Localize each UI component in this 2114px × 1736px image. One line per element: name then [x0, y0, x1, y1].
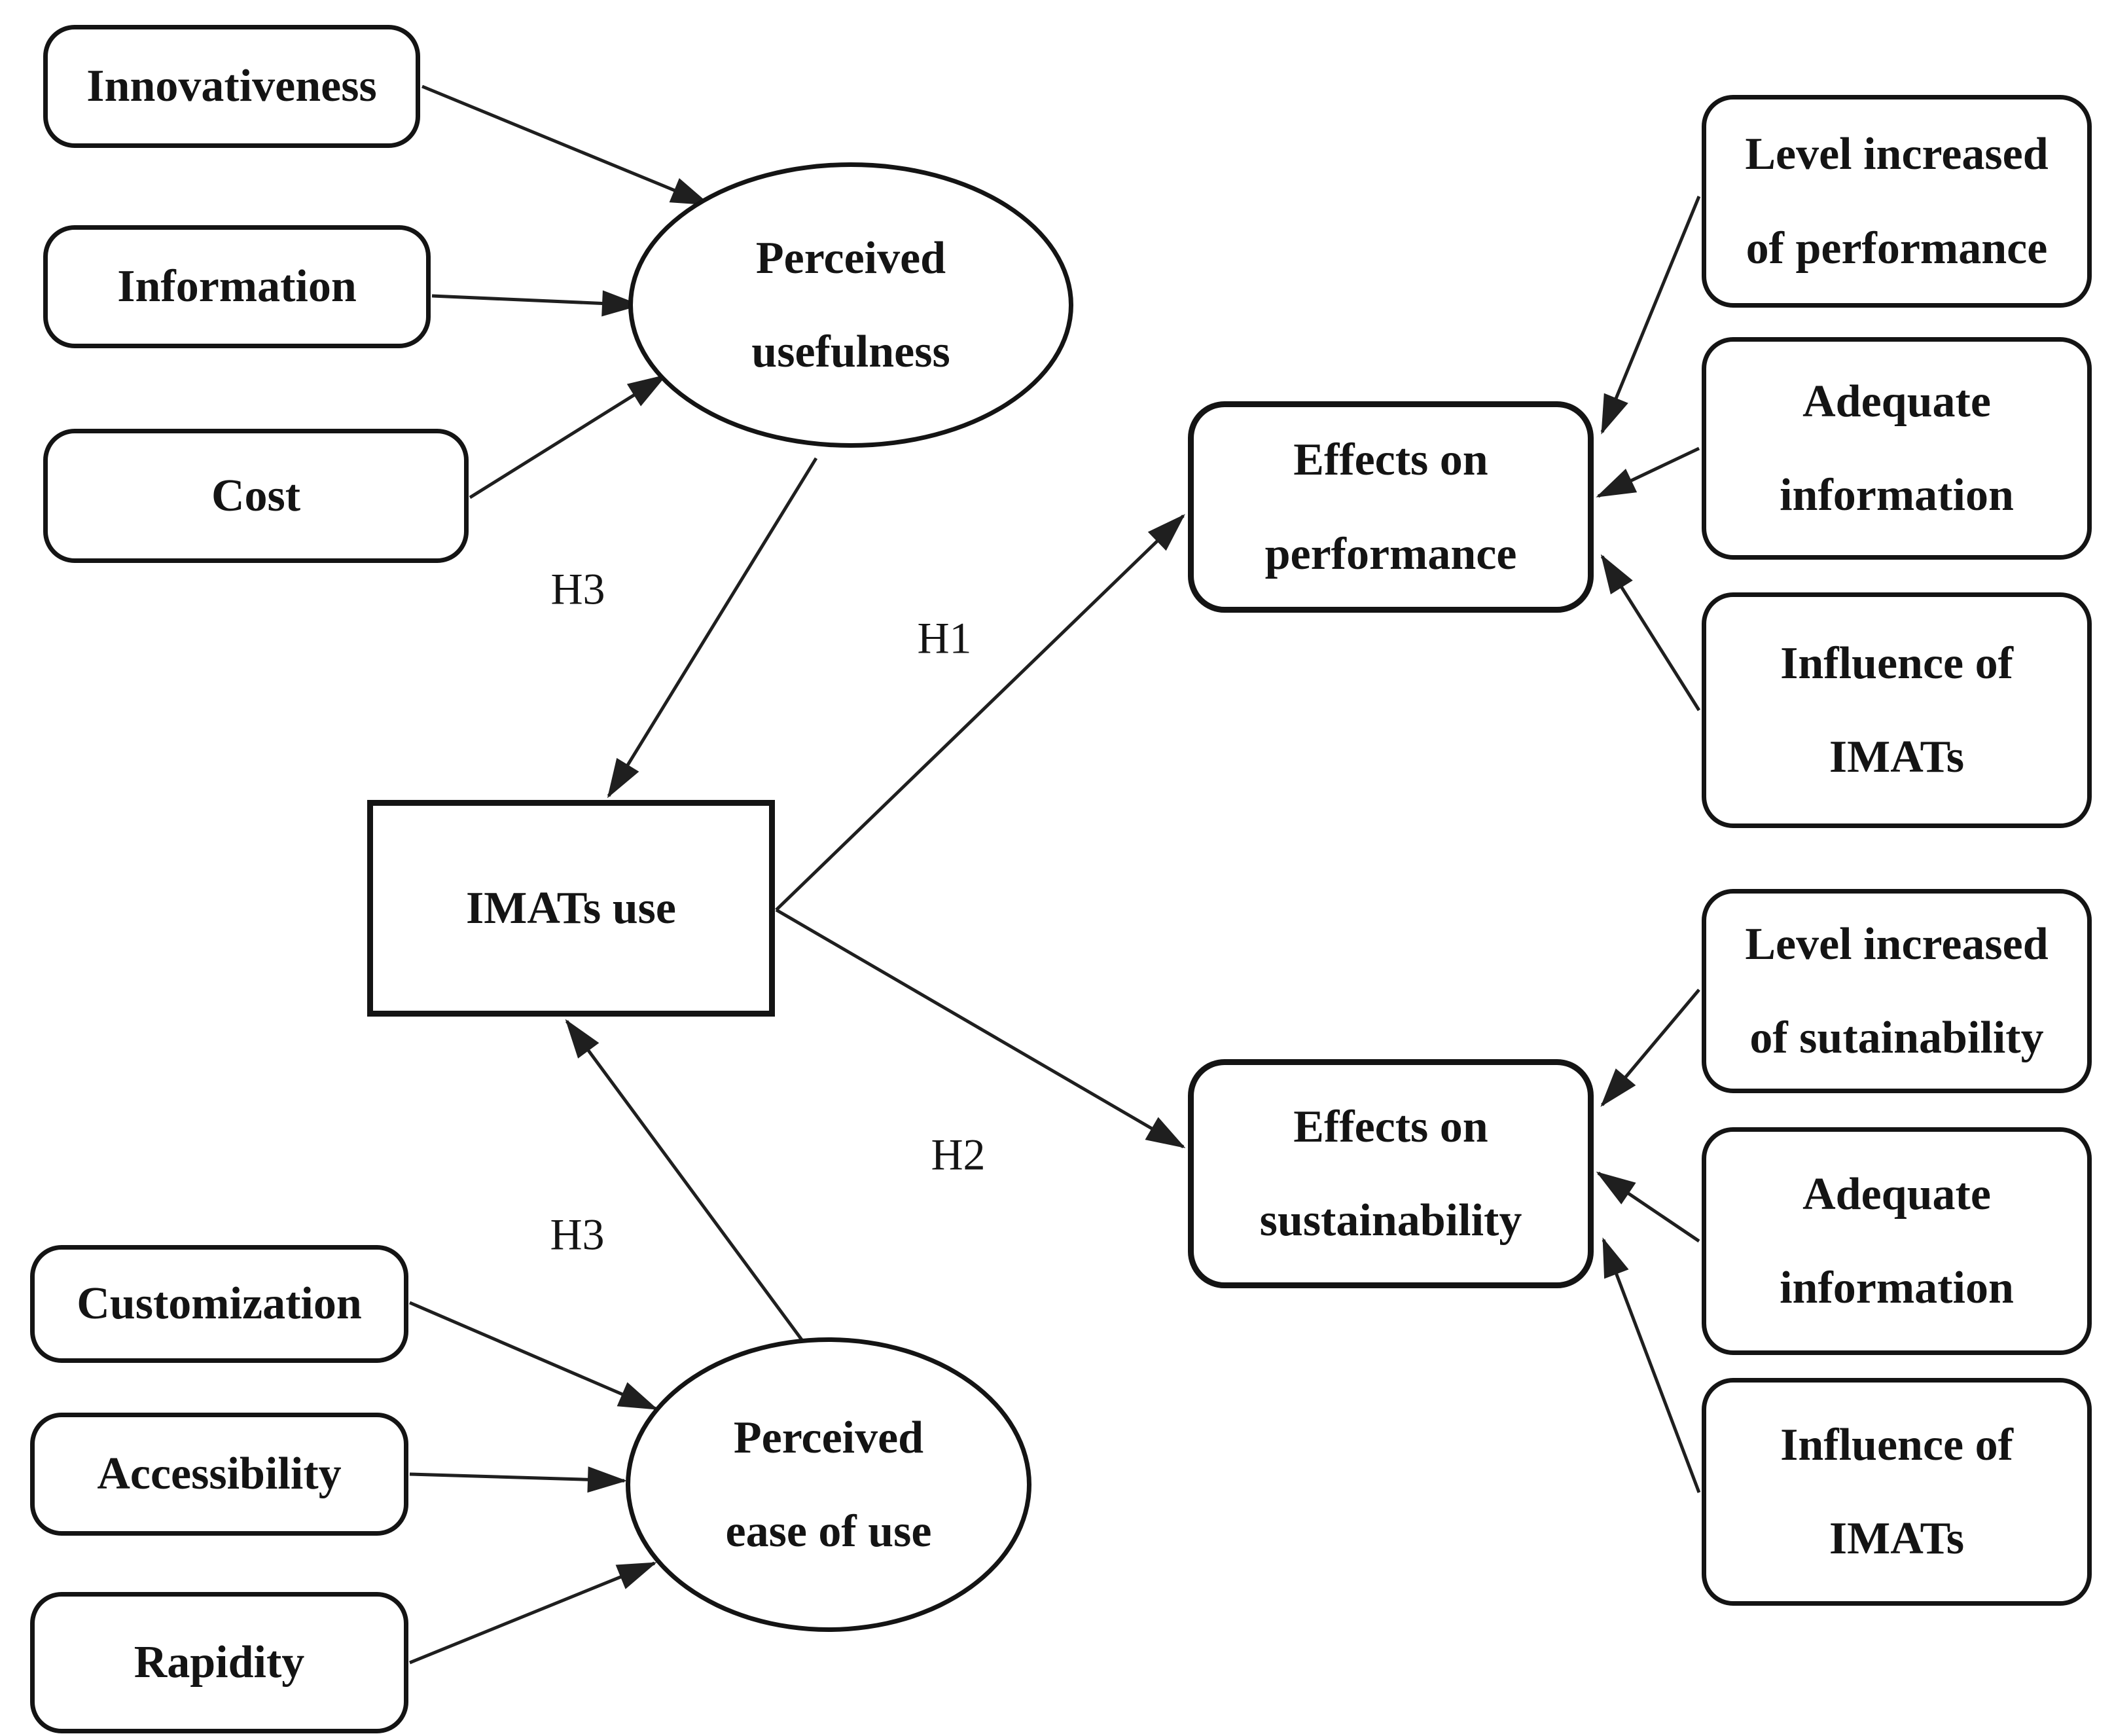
- perceived-ease-of-use-line1: Perceived: [733, 1412, 924, 1463]
- box-customization-label: Customization: [77, 1278, 362, 1329]
- arrow-h2-imats-use-to-effects-on-sustainability: [775, 908, 1186, 1149]
- level-increased-of-performance-line2: of performance: [1746, 223, 2048, 274]
- box-effects-on-sustainability: Effects on sustainability: [1188, 1059, 1594, 1288]
- adequate-information-performance-line2: information: [1780, 470, 2014, 520]
- level-increased-of-sutainability-line2: of sutainability: [1749, 1013, 2044, 1063]
- hypothesis-label-h3-lower: H3: [550, 1209, 605, 1259]
- effects-on-sustainability-line2: sustainability: [1259, 1195, 1522, 1246]
- adequate-information-performance-line1: Adequate: [1802, 376, 1991, 427]
- box-influence-of-imats-sustainability: Influence of IMATs: [1702, 1378, 2092, 1606]
- box-level-increased-of-performance: Level increased of performance: [1702, 95, 2092, 308]
- imats-use-label: IMATs use: [466, 882, 676, 933]
- arrow-influence-of-imats-to-effects-on-sustainability: [1602, 1237, 1701, 1493]
- influence-of-imats-sustainability-line2: IMATs: [1829, 1513, 1965, 1564]
- arrow-innovativeness-to-perceived-usefulness: [421, 84, 711, 206]
- box-adequate-information-performance: Adequate information: [1702, 337, 2092, 560]
- box-innovativeness-label: Innovativeness: [86, 61, 377, 112]
- arrow-level-increased-sustainability-to-effects-on-sustainability: [1600, 988, 1700, 1108]
- box-adequate-information-sustainability: Adequate information: [1702, 1127, 2092, 1355]
- arrow-influence-of-imats-to-effects-on-performance: [1600, 554, 1701, 712]
- perceived-usefulness-line2: usefulness: [751, 327, 950, 377]
- box-customization: Customization: [30, 1245, 408, 1363]
- box-rapidity-label: Rapidity: [134, 1637, 305, 1688]
- box-accessibility: Accessibility: [30, 1413, 408, 1536]
- arrow-perceived-ease-of-use-to-imats-use: [565, 1019, 804, 1342]
- hypothesis-label-h2: H2: [931, 1129, 986, 1180]
- level-increased-of-performance-line1: Level increased: [1745, 129, 2049, 179]
- box-accessibility-label: Accessibility: [97, 1449, 342, 1500]
- arrow-adequate-information-to-effects-on-performance: [1596, 446, 1700, 498]
- hypothesis-label-h1: H1: [917, 613, 972, 663]
- box-imats-use: IMATs use: [367, 800, 775, 1017]
- box-information-label: Information: [117, 261, 357, 312]
- hypothesis-label-h3-upper: H3: [550, 564, 605, 614]
- influence-of-imats-performance-line2: IMATs: [1829, 732, 1965, 782]
- arrow-adequate-information-to-effects-on-sustainability: [1596, 1171, 1700, 1243]
- arrow-perceived-usefulness-to-imats-use: [607, 457, 818, 799]
- arrow-rapidity-to-perceived-ease-of-use: [409, 1561, 657, 1665]
- ellipse-perceived-usefulness: Perceived usefulness: [628, 162, 1073, 448]
- effects-on-sustainability-line1: Effects on: [1293, 1101, 1488, 1152]
- box-rapidity: Rapidity: [30, 1592, 408, 1733]
- box-influence-of-imats-performance: Influence of IMATs: [1702, 592, 2092, 828]
- arrow-h1-imats-use-to-effects-on-performance: [775, 514, 1185, 911]
- arrow-accessibility-to-perceived-ease-of-use: [409, 1466, 627, 1493]
- level-increased-of-sutainability-line1: Level increased: [1745, 918, 2049, 969]
- ellipse-perceived-ease-of-use: Perceived ease of use: [626, 1337, 1031, 1632]
- box-level-increased-of-sutainability: Level increased of sutainability: [1702, 889, 2092, 1093]
- arrow-cost-to-perceived-usefulness: [469, 374, 668, 499]
- box-cost: Cost: [43, 429, 469, 563]
- effects-on-performance-line2: performance: [1264, 528, 1517, 579]
- arrow-information-to-perceived-usefulness: [431, 290, 641, 317]
- arrow-customization-to-perceived-ease-of-use: [409, 1301, 658, 1411]
- perceived-ease-of-use-line2: ease of use: [725, 1506, 932, 1557]
- box-effects-on-performance: Effects on performance: [1188, 401, 1594, 613]
- adequate-information-sustainability-line2: information: [1780, 1263, 2014, 1313]
- adequate-information-sustainability-line1: Adequate: [1802, 1168, 1991, 1220]
- box-information: Information: [43, 225, 431, 348]
- effects-on-performance-line1: Effects on: [1293, 435, 1488, 485]
- arrow-level-increased-performance-to-effects-on-performance: [1600, 196, 1701, 435]
- influence-of-imats-performance-line1: Influence of: [1780, 638, 2013, 689]
- perceived-usefulness-line1: Perceived: [755, 232, 946, 283]
- box-cost-label: Cost: [211, 470, 301, 521]
- influence-of-imats-sustainability-line1: Influence of: [1780, 1419, 2013, 1470]
- box-innovativeness: Innovativeness: [43, 25, 420, 148]
